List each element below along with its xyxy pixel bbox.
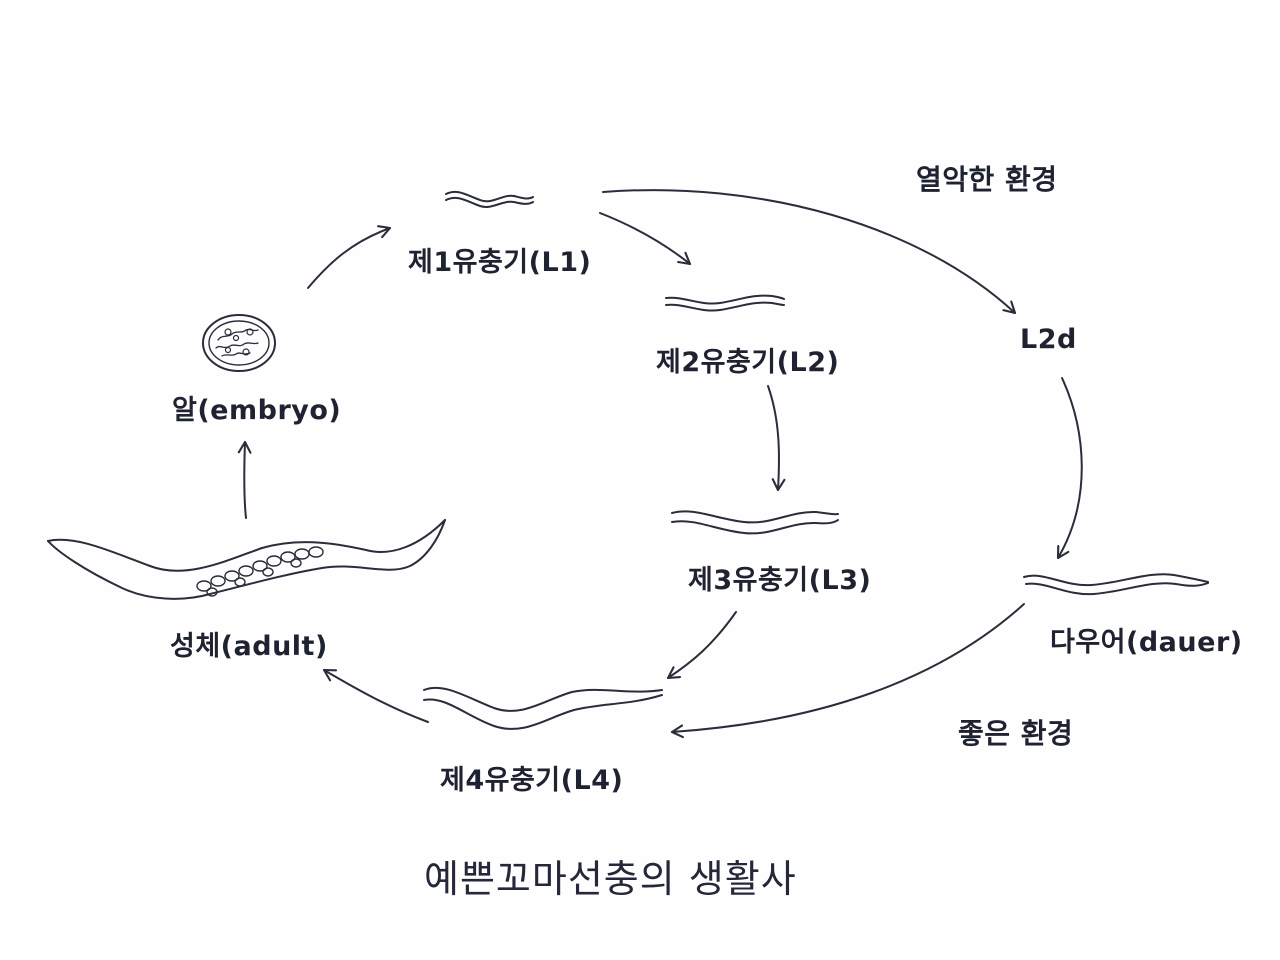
arrow-l2-to-l3 (767, 385, 786, 492)
arrow-l3-to-l4 (666, 611, 737, 680)
arrow-l2d-to-dauer (1056, 377, 1083, 560)
arrow-l4-to-adult (322, 668, 429, 723)
stage-label-adult: 성체(adult) (170, 631, 328, 662)
arrow-l1-to-l2 (599, 212, 692, 266)
stage-label-l1: 제1유충기(L1) (408, 247, 592, 278)
stage-label-l3: 제3유충기(L3) (688, 565, 872, 596)
l4-worm-icon (423, 686, 663, 730)
arrow-dauer-to-l4 (670, 603, 1025, 739)
l1-worm-icon (445, 190, 534, 208)
stage-label-l4: 제4유충기(L4) (440, 765, 624, 796)
arrow-embryo-to-l1 (307, 225, 392, 289)
stage-label-embryo: 알(embryo) (172, 395, 342, 426)
adult-embryos-icon (196, 546, 324, 597)
stage-label-l2d: L2d (1020, 324, 1077, 355)
l2-worm-icon (665, 294, 785, 312)
figure-caption: 예쁜꼬마선충의 생활사 (424, 857, 797, 901)
l3-worm-icon (671, 510, 839, 535)
harsh-environment-label: 열악한 환경 (916, 163, 1058, 196)
dauer-worm-icon (1023, 573, 1209, 596)
embryo-egg-icon (202, 314, 276, 372)
stage-label-dauer: 다우어(dauer) (1050, 627, 1243, 658)
arrow-adult-to-embryo (237, 440, 252, 519)
arrow-l1-to-l2d (602, 189, 1017, 315)
stage-label-l2: 제2유충기(L2) (656, 347, 840, 378)
adult-worm-icon (47, 519, 446, 600)
good-environment-label: 좋은 환경 (958, 717, 1074, 750)
